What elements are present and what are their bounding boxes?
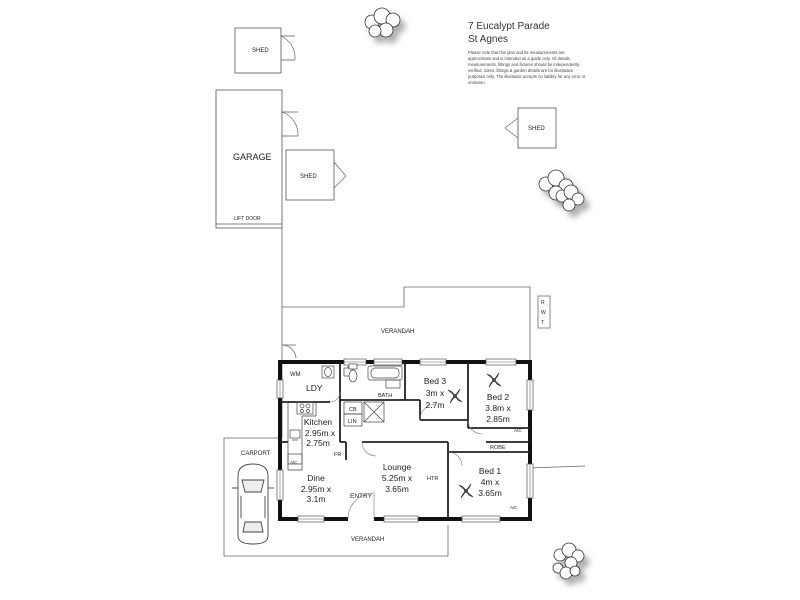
car-icon — [232, 463, 274, 545]
verandah-bottom-label: VERANDAH — [351, 537, 384, 543]
address-line-2: St Agnes — [468, 34, 508, 45]
bath-label: BATH — [378, 393, 392, 399]
shed-right-label: SHED — [528, 126, 545, 132]
garage — [215, 89, 299, 229]
house-walls — [278, 360, 532, 521]
svg-text:3.65m: 3.65m — [478, 488, 502, 498]
svg-text:3m x: 3m x — [426, 388, 445, 398]
disclaimer-text: Please note that this plan and its measu… — [468, 50, 586, 85]
ac-bed1-label: A/C — [510, 505, 518, 510]
kitchen-fixtures — [287, 401, 317, 471]
entry-door-gap — [348, 515, 374, 523]
svg-text:Kitchen: Kitchen — [304, 417, 333, 427]
svg-text:4m x: 4m x — [481, 477, 500, 487]
svg-text:2.95m x: 2.95m x — [301, 484, 332, 494]
svg-text:Dine: Dine — [307, 473, 325, 483]
door-swings — [329, 391, 483, 467]
windows — [276, 358, 534, 523]
svg-text:Bed 3: Bed 3 — [424, 376, 446, 386]
ceiling-fan-bed2 — [486, 372, 502, 388]
htr-label: HTR — [427, 476, 438, 482]
room-bed2: Bed 2 3.8m x 2.85m — [485, 392, 511, 424]
svg-text:2.85m: 2.85m — [486, 414, 510, 424]
fence-line — [527, 465, 586, 469]
shed-middle — [285, 149, 347, 201]
entry-label: ENTRY — [350, 493, 373, 500]
tree-icon-bottom — [552, 542, 585, 580]
tree-icon-right-upper — [538, 169, 574, 201]
tree-icon-top — [364, 7, 401, 38]
svg-text:2.75m: 2.75m — [306, 438, 330, 448]
fr-label: FR — [334, 452, 341, 458]
ceiling-fan-bed1 — [458, 483, 474, 499]
cb-label: CB — [349, 407, 357, 413]
shed-top-label: SHED — [252, 48, 269, 54]
verandah-top-label: VERANDAH — [381, 329, 414, 335]
svg-text:5.25m x: 5.25m x — [382, 473, 413, 483]
room-bed1: Bed 1 4m x 3.65m — [478, 466, 502, 498]
svg-text:Bed 2: Bed 2 — [487, 392, 509, 402]
wm-label: WM — [290, 372, 301, 378]
interior-walls — [280, 362, 530, 519]
rwt-label-r: R — [541, 300, 545, 306]
entry-door-swing — [347, 492, 375, 520]
rwt-label-t: T — [541, 320, 544, 326]
tree-icon-right-lower — [555, 184, 585, 212]
address-line-1: 7 Eucalypt Parade — [468, 21, 550, 32]
svg-text:Bed 1: Bed 1 — [479, 466, 501, 476]
robe-label: ROBE — [490, 445, 506, 451]
laundry-fixtures — [321, 365, 353, 379]
carport — [223, 437, 449, 557]
shed-middle-label: SHED — [300, 174, 317, 180]
svg-text:2.7m: 2.7m — [426, 400, 445, 410]
room-kitchen: Kitchen 2.95m x 2.75m — [304, 417, 336, 448]
carport-label: CARPORT — [241, 451, 271, 457]
lift-door-label: LIFT DOOR — [234, 216, 261, 222]
svg-text:Lounge: Lounge — [383, 462, 412, 472]
shed-top — [234, 27, 296, 74]
lin-label: LIN — [348, 419, 357, 425]
shed-right — [504, 107, 557, 149]
room-bed3: Bed 3 3m x 2.7m — [424, 376, 446, 410]
rwt-label-w: W — [541, 310, 546, 316]
garage-label: GARAGE — [233, 152, 272, 162]
ac-bed2-label: A/C — [514, 428, 522, 433]
svg-text:2.95m x: 2.95m x — [305, 428, 336, 438]
toilet-icon — [348, 363, 358, 383]
bath-fixtures — [363, 365, 403, 423]
room-dine: Dine 2.95m x 3.1m — [301, 473, 332, 504]
ceiling-fan-bed3 — [447, 388, 463, 404]
ac-kitchen-label: A/C — [290, 460, 298, 465]
ldy-label: LDY — [306, 383, 323, 393]
svg-text:3.1m: 3.1m — [307, 494, 326, 504]
svg-text:3.65m: 3.65m — [385, 484, 409, 494]
storage-cupboards — [343, 401, 363, 427]
svg-text:3.8m x: 3.8m x — [485, 403, 511, 413]
room-lounge: Lounge 5.25m x 3.65m — [382, 462, 413, 494]
rainwater-tank — [537, 295, 551, 329]
